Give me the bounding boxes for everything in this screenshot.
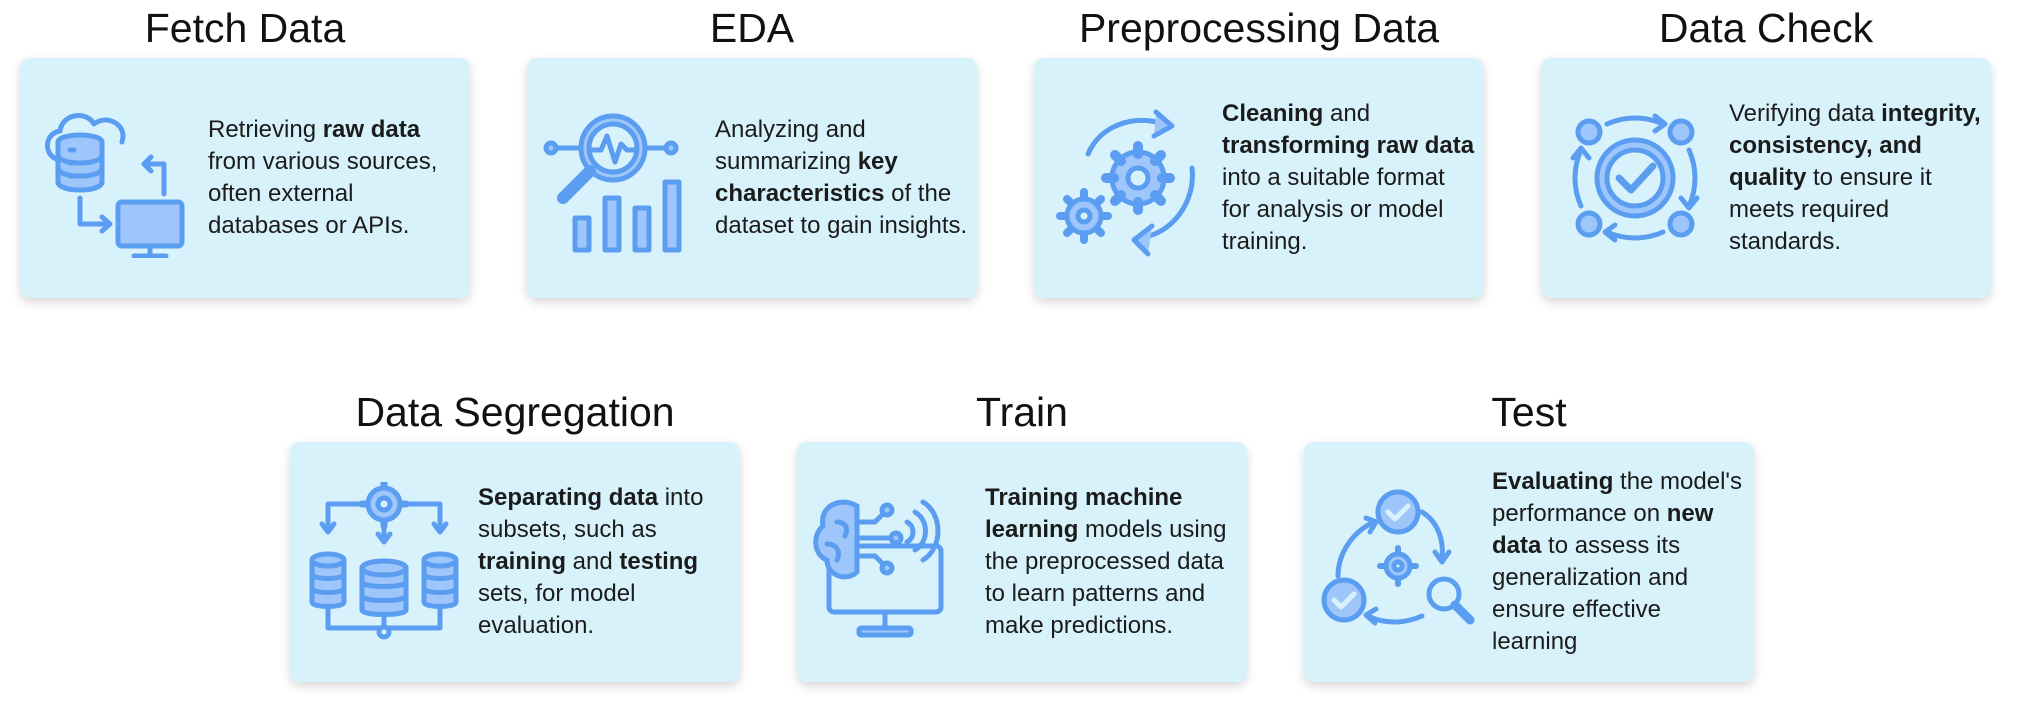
description-text: into subsets, such as (478, 484, 704, 543)
description-text: sets, for model evaluation. (478, 580, 636, 639)
emphasis-text: transforming raw data (1222, 132, 1475, 159)
emphasis-text: integrity, consistency, and quality (1729, 100, 1981, 191)
step-card: Training machine learning models using t… (797, 442, 1247, 682)
step-title: Train (976, 389, 1068, 435)
step-card: Cleaning and transforming raw data into … (1034, 58, 1484, 298)
description-text: to assess its generalization and ensure … (1492, 532, 1689, 655)
emphasis-text: Cleaning (1222, 100, 1324, 127)
description-text: and (566, 548, 620, 575)
gear-split-databases-icon (304, 482, 464, 642)
step-description: Verifying data integrity, consistency, a… (1729, 58, 1983, 298)
description-text: models using the preprocessed data to le… (985, 516, 1227, 639)
description-text: the model's performance on (1492, 468, 1743, 527)
emphasis-text: Evaluating (1492, 468, 1614, 495)
cloud-database-computer-icon (34, 98, 194, 258)
step-title: Test (1491, 389, 1567, 435)
description-text: to ensure it meets required standards. (1729, 164, 1932, 255)
step-card: Analyzing and summarizing key characteri… (527, 58, 977, 298)
step-title: Fetch Data (144, 5, 346, 51)
emphasis-text: key characteristics (715, 148, 898, 207)
step-description: Separating data into subsets, such as tr… (478, 442, 732, 682)
brain-monitor-icon (811, 482, 971, 642)
step-description: Retrieving raw data from various sources… (208, 58, 462, 298)
description-text: Analyzing and summarizing (715, 116, 866, 175)
description-text: Retrieving (208, 116, 323, 143)
step-title: Data Segregation (355, 389, 675, 435)
gears-cycle-icon (1048, 98, 1208, 258)
description-text: Verifying data (1729, 100, 1882, 127)
evaluation-cycle-icon (1318, 482, 1478, 642)
magnifier-bar-chart-icon (541, 98, 701, 258)
description-text: into a suitable format for analysis or m… (1222, 164, 1445, 255)
step-title: Preprocessing Data (1078, 5, 1440, 51)
description-text: and (1323, 100, 1371, 127)
step-title: Data Check (1658, 5, 1874, 51)
step-card: Evaluating the model's performance on ne… (1304, 442, 1754, 682)
step-description: Analyzing and summarizing key characteri… (715, 58, 969, 298)
step-description: Training machine learning models using t… (985, 442, 1239, 682)
emphasis-text: testing (619, 548, 699, 575)
step-card: Verifying data integrity, consistency, a… (1541, 58, 1991, 298)
step-title: EDA (709, 5, 795, 51)
emphasis-text: Separating data (478, 484, 659, 511)
emphasis-text: new data (1492, 500, 1714, 559)
step-card: Separating data into subsets, such as tr… (290, 442, 740, 682)
step-description: Evaluating the model's performance on ne… (1492, 442, 1746, 682)
emphasis-text: raw data (322, 116, 421, 143)
step-description: Cleaning and transforming raw data into … (1222, 58, 1476, 298)
description-text: from various sources, often external dat… (208, 148, 438, 239)
emphasis-text: training (478, 548, 566, 575)
description-text: of the dataset to gain insights. (715, 180, 968, 239)
emphasis-text: Training machine learning (985, 484, 1183, 543)
check-circle-cycle-icon (1555, 98, 1715, 258)
step-card: Retrieving raw data from various sources… (20, 58, 470, 298)
